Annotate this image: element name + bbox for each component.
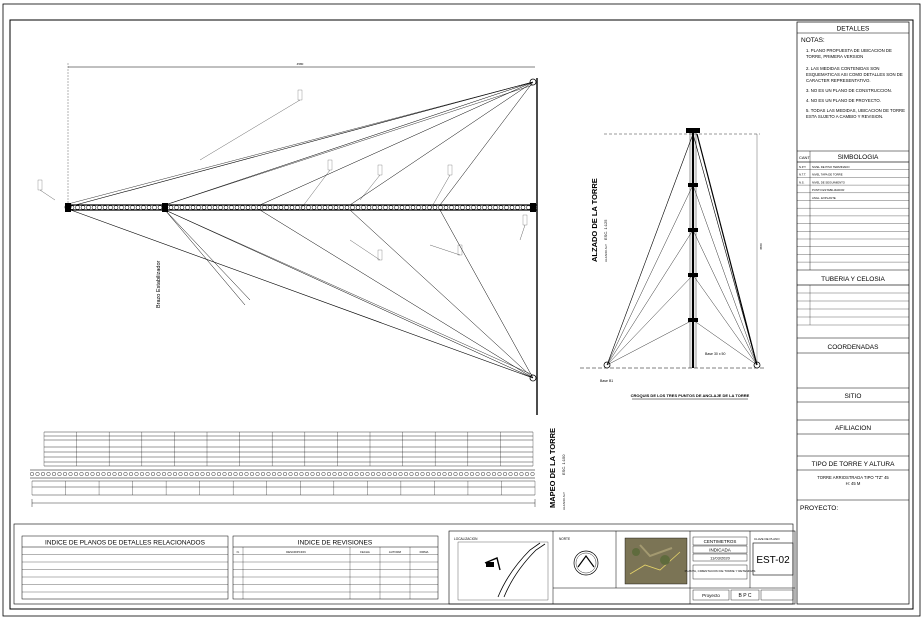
- symbology-cant-label: CANT: [799, 155, 810, 160]
- brazo-estabilizador-label: Brazo Estabilizador: [156, 260, 162, 308]
- notes-title: NOTAS:: [801, 37, 825, 44]
- notes-list: 1. PLANO PROPUESTA DE UBICACION DETORRE,…: [806, 48, 905, 119]
- proyecto-value: Proyecto: [702, 593, 720, 598]
- note-line: 4. NO ES UN PLANO DE PROYECTO.: [806, 98, 881, 103]
- mapeo-scale: ESC. 1:150: [561, 454, 566, 475]
- note-line: 5. TODAS LAS MEDIDAS, UBICACION DE TORRE: [806, 108, 905, 113]
- alzado-sub: ALZADO ALT: [604, 244, 608, 262]
- mapeo-callouts: [37, 89, 528, 261]
- location-sketch: [457, 541, 549, 601]
- mapeo-table: [30, 431, 536, 507]
- symbology-code: N.T.T.: [799, 173, 806, 177]
- inner-border: [9, 19, 914, 610]
- note-line: 3. NO ES UN PLANO DE CONSTRUCCION.: [806, 88, 892, 93]
- mast-lattice: [65, 203, 537, 212]
- symbology-desc: NIVEL DE PISO TERMINADO: [812, 165, 850, 169]
- mapeo-drawing: 4580 Brazo Estabilizador MAPEO DE LA TOR…: [30, 62, 566, 510]
- guy-wires: [67, 81, 534, 379]
- tipo-line1: TORRE ARRIOSTRADA TIPO "TZ" 45: [817, 475, 889, 480]
- symbology-desc: NIVEL TAPA DE TORRE: [812, 173, 843, 177]
- alzado-title: ALZADO DE LA TORRE: [590, 178, 599, 262]
- base-label-b: Base B1: [600, 379, 613, 383]
- norte-label: NORTE: [559, 537, 570, 541]
- note-line: 1. PLANO PROPUESTA DE UBICACION DE: [806, 48, 892, 53]
- indice-revisiones-header: INDICE DE REVISIONES: [298, 540, 373, 547]
- tipo-line2: H: 45 M: [846, 481, 861, 486]
- details-header: DETALLES: [837, 26, 870, 33]
- alzado-scale: ESC. 1:125: [603, 219, 608, 240]
- symbology-desc: ANGL. EXPLANTE: [812, 196, 836, 200]
- clave-label: CLAVE DE PLANO: [754, 537, 780, 541]
- revision-col-header: FIRMA: [420, 550, 429, 554]
- localizacion-label: LOCALIZACION: [454, 537, 478, 541]
- symbology-header: SIMBOLOGIA: [838, 154, 879, 161]
- symbology-code: N.S.: [799, 180, 805, 184]
- tipo-header: TIPO DE TORRE Y ALTURA: [812, 461, 896, 468]
- alzado-guy-wires: [606, 128, 758, 366]
- proyecto-label: PROYECTO:: [800, 505, 838, 512]
- mapeo-title: MAPEO DE LA TORRE: [548, 428, 557, 508]
- symbology-desc: NIVEL DE SEGUIMIENTO: [812, 180, 846, 184]
- revision-col-header: N.: [237, 550, 240, 554]
- dim-top: 4580: [297, 62, 304, 66]
- revision-col-header: AUTORIZ: [389, 550, 402, 554]
- dim-bottom: 4580: [759, 243, 763, 250]
- tuberia-table: [797, 284, 909, 326]
- units-value: CENTIMETROS: [704, 539, 737, 544]
- note-line: TORRE, PRIMERA VERSION: [806, 54, 863, 59]
- note-line: CARACTER REPRESENTATIVO.: [806, 78, 871, 83]
- clave-value: EST-02: [756, 555, 790, 566]
- afiliacion-header: AFILIACION: [835, 425, 871, 432]
- croquis-title: CROQUIS DE LOS TRES PUNTOS DE ANCLAJE DE…: [631, 393, 750, 398]
- sheet-description: PLANTA, CIMENTACION DE TORRE Y RETENIDAS: [685, 569, 756, 573]
- tuberia-header: TUBERIA Y CELOSIA: [821, 276, 885, 283]
- revision-col-header: FECHA: [360, 550, 370, 554]
- base-label-a: Base 30 x 50: [705, 352, 725, 356]
- scale-value: INDICADA: [709, 548, 731, 553]
- note-line: ESTA SUJETO A CAMBIO Y REVISION.: [806, 114, 883, 119]
- bpc-value: B P C: [739, 593, 752, 599]
- alzado-drawing: ALZADO DE LA TORRE ESC. 1:125 ALZADO ALT…: [580, 128, 765, 400]
- revision-col-header: DESCRIPCION: [286, 550, 305, 554]
- date-value: 11/03/2020: [710, 556, 730, 561]
- symbology-desc: PUNTO ESTABILIZADOR: [812, 188, 844, 192]
- indice-planos-header: INDICE DE PLANOS DE DETALLES RELACIONADO…: [45, 540, 206, 547]
- site-photo: [624, 537, 688, 585]
- right-panel: DETALLES NOTAS: 1. PLANO PROPUESTA DE UB…: [796, 21, 910, 605]
- bottom-panel: INDICE DE PLANOS DE DETALLES RELACIONADO…: [13, 523, 796, 605]
- indice-planos-table: [22, 554, 228, 593]
- outer-border: [2, 3, 921, 617]
- coordenadas-header: COORDENADAS: [828, 344, 880, 351]
- mapeo-sub: ALZADO ALT: [562, 492, 566, 510]
- note-line: ESQUEMATICAS ASI COMO DETALLES SON DE: [806, 72, 903, 77]
- symbology-table: N.P.T. NIVEL DE PISO TERMINADO N.T.T. NIVEL…: [797, 161, 909, 263]
- note-line: 2. LAS MEDIDAS CONTENIDAS SON: [806, 66, 880, 71]
- sitio-header: SITIO: [845, 393, 862, 400]
- north-arrow-icon: [573, 550, 599, 576]
- symbology-code: N.P.T.: [799, 165, 806, 169]
- indice-revisiones-table: N. DESCRIPCION FECHA AUTORIZ FIRMA: [233, 547, 438, 599]
